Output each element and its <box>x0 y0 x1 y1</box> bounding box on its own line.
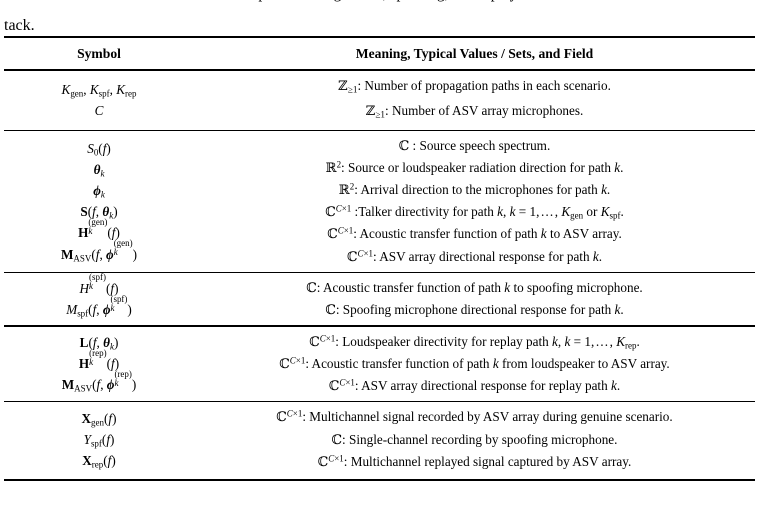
symbol-H-gen: H(gen)k(f) <box>78 216 120 241</box>
table-row: S0(f) θk ϕk S(f, θk) H(gen)k(f) MASV(f, … <box>4 131 755 272</box>
table-rule-block <box>4 129 755 131</box>
meaning-line: ℂC×1: Multichannel signal recorded by AS… <box>276 409 673 426</box>
meaning-line: ℤ≥1: Number of propagation paths in each… <box>338 77 611 94</box>
symbol-M-ASV-gen: MASV(f, ϕ(gen)k) <box>60 237 138 264</box>
meaning-line: ℂC×1 :Talker directivity for path k, k =… <box>325 203 624 221</box>
meaning-line: ℂ: Acoustic transfer function of path k … <box>306 280 643 297</box>
bottom-rule <box>4 479 755 482</box>
meaning-line: ℂC×1: Loudspeaker directivity for replay… <box>309 333 640 351</box>
table-row: H(spf)k(f) Mspf(f, ϕ(spf)k) ℂ: Acoustic … <box>4 273 755 325</box>
table-rule-block <box>4 325 755 327</box>
block-rule <box>4 325 755 327</box>
meaning-cell: ℂC×1: Loudspeaker directivity for replay… <box>194 327 755 402</box>
meaning-line: ℂC×1: ASV array directional response for… <box>328 377 621 394</box>
meaning-line: ℝ2: Arrival direction to the microphones… <box>338 181 611 199</box>
symbol-C: C <box>94 103 104 119</box>
symbol-X-gen: Xgen(f) <box>81 410 117 428</box>
meaning-line: ℝ2: Source or loudspeaker radiation dire… <box>325 159 624 176</box>
header-cell-meaning: Meaning, Typical Values / Sets, and Fiel… <box>355 45 594 61</box>
symbol-M-spf: Mspf(f, ϕ(spf)k) <box>66 293 132 319</box>
meaning-cell: ℂ: Acoustic transfer function of path k … <box>194 273 755 325</box>
symbol-X-rep: Xrep(f) <box>82 453 116 470</box>
meaning-cell: ℂC×1: Multichannel signal recorded by AS… <box>194 402 755 477</box>
caption-visible-text: tack. <box>4 17 35 34</box>
header-cell-symbol: Symbol <box>77 45 121 61</box>
table-row: L(f, θk) H(rep)k(f) MASV(f, ϕ(rep)k) ℂC×… <box>4 327 755 402</box>
table-rule-header <box>4 69 755 71</box>
symbol-cell: Kgen, Kspf, Krep C <box>4 71 194 130</box>
symbol-L-f-theta: L(f, θk) <box>79 335 119 352</box>
symbol-S0: S0(f) <box>87 140 111 158</box>
table-row: Kgen, Kspf, Krep C ℤ≥1: Number of propag… <box>4 71 755 130</box>
symbol-cell: L(f, θk) H(rep)k(f) MASV(f, ϕ(rep)k) <box>4 327 194 402</box>
block-rule <box>4 271 755 274</box>
top-rule <box>4 36 755 39</box>
symbol-S-f-theta: S(f, θk) <box>80 204 118 221</box>
symbol-cell: S0(f) θk ϕk S(f, θk) H(gen)k(f) MASV(f, … <box>4 131 194 272</box>
block-rule <box>4 401 755 403</box>
caption-cutoff-text: description of the genuine, spoofing, an… <box>0 0 759 4</box>
meaning-cell: ℂ : Source speech spectrum. ℝ2: Source o… <box>194 131 755 272</box>
meaning-cell: ℤ≥1: Number of propagation paths in each… <box>194 71 755 130</box>
table-row: Xgen(f) Yspf(f) Xrep(f) ℂC×1: Multichann… <box>4 402 755 477</box>
symbol-cell: Xgen(f) Yspf(f) Xrep(f) <box>4 402 194 477</box>
symbol-H-rep: H(rep)k(f) <box>78 347 120 372</box>
symbol-cell: H(spf)k(f) Mspf(f, ϕ(spf)k) <box>4 273 194 325</box>
meaning-line: ℂC×1: ASV array directional response for… <box>346 248 603 265</box>
symbol-K-counts: Kgen, Kspf, Krep <box>61 81 137 99</box>
symbol-H-spf: H(spf)k(f) <box>79 272 119 297</box>
caption-cutoff-clip: description of the genuine, spoofing, an… <box>0 0 759 22</box>
table-rule-bottom <box>4 479 755 482</box>
symbol-theta-k: θk <box>93 161 105 179</box>
meaning-line: ℂ: Single-channel recording by spoofing … <box>331 431 618 448</box>
table-rule-block <box>4 401 755 403</box>
meaning-line: ℤ≥1: Number of ASV array microphones. <box>365 103 584 120</box>
meaning-line: ℂC×1: Acoustic transfer function of path… <box>327 226 622 243</box>
meaning-line: ℂC×1: Acoustic transfer function of path… <box>279 355 670 372</box>
symbol-Y-spf: Yspf(f) <box>83 432 115 449</box>
meaning-line: ℂ: Spoofing microphone directional respo… <box>325 302 624 319</box>
meaning-line: ℂC×1: Multichannel replayed signal captu… <box>317 453 632 470</box>
table-rule-block <box>4 271 755 274</box>
table-header-row: Symbol Meaning, Typical Values / Sets, a… <box>4 38 755 69</box>
header-rule <box>4 69 755 71</box>
table-rule-top <box>4 36 755 39</box>
block-rule <box>4 129 755 131</box>
symbol-definition-table: Symbol Meaning, Typical Values / Sets, a… <box>4 36 755 482</box>
symbol-phi-k: ϕk <box>93 183 105 200</box>
symbol-M-ASV-rep: MASV(f, ϕ(rep)k) <box>61 368 137 394</box>
meaning-line: ℂ : Source speech spectrum. <box>398 137 551 154</box>
